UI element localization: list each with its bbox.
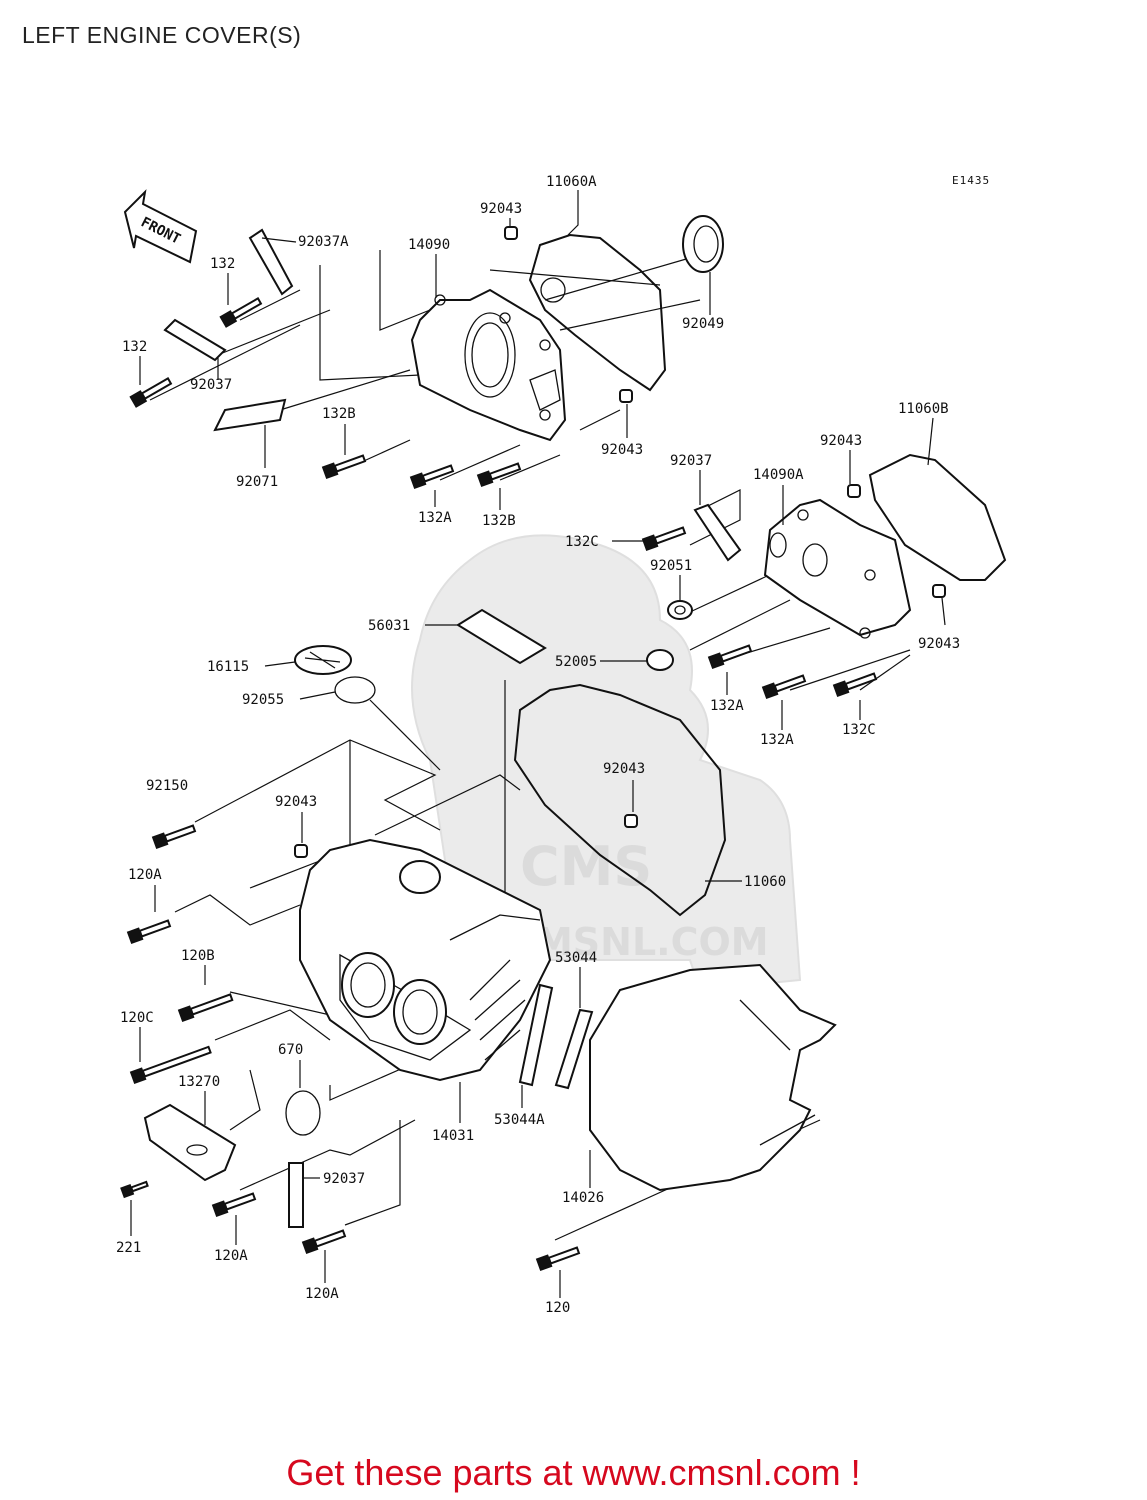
callout-120B[interactable]: 120B xyxy=(181,948,215,964)
cover-14090A xyxy=(763,498,912,639)
callout-labels: 11060A 92043 14090 92037A 132 132 92037 … xyxy=(116,174,960,1316)
callout-92037[interactable]: 92037 xyxy=(190,377,232,393)
dowel-pins xyxy=(294,226,946,858)
callout-14026[interactable]: 14026 xyxy=(562,1190,604,1206)
callout-92043[interactable]: 92043 xyxy=(275,794,317,810)
callout-92043[interactable]: 92043 xyxy=(603,761,645,777)
callout-13270[interactable]: 13270 xyxy=(178,1074,220,1090)
o-ring-92055 xyxy=(334,676,376,704)
callout-132A[interactable]: 132A xyxy=(760,732,794,748)
callout-14031[interactable]: 14031 xyxy=(432,1128,474,1144)
callout-92043[interactable]: 92043 xyxy=(480,201,522,217)
callout-14090[interactable]: 14090 xyxy=(408,237,450,253)
callout-14090A[interactable]: 14090A xyxy=(753,467,804,483)
callout-53044A[interactable]: 53044A xyxy=(494,1112,545,1128)
callout-132[interactable]: 132 xyxy=(122,339,147,355)
gasket-11060B xyxy=(868,453,1007,581)
cover-14090 xyxy=(410,288,567,442)
callout-92055[interactable]: 92055 xyxy=(242,692,284,708)
front-arrow-icon: FRONT xyxy=(123,189,198,264)
o-ring-670 xyxy=(285,1090,321,1136)
gasket-11060A xyxy=(528,233,667,392)
callout-92043[interactable]: 92043 xyxy=(601,442,643,458)
cover-14031 xyxy=(299,838,552,1082)
callout-120A[interactable]: 120A xyxy=(214,1248,248,1264)
bolts xyxy=(120,297,878,1272)
callout-132C[interactable]: 132C xyxy=(842,722,876,738)
callout-92037[interactable]: 92037 xyxy=(670,453,712,469)
label-56031 xyxy=(456,608,547,665)
callout-11060A[interactable]: 11060A xyxy=(546,174,597,190)
callout-132[interactable]: 132 xyxy=(210,256,235,272)
callout-11060[interactable]: 11060 xyxy=(744,874,786,890)
callout-120A[interactable]: 120A xyxy=(128,867,162,883)
page-title: LEFT ENGINE COVER(S) xyxy=(22,22,302,48)
callout-92071[interactable]: 92071 xyxy=(236,474,278,490)
bushing-52005 xyxy=(646,649,674,671)
label-ticks xyxy=(130,190,946,1298)
callout-92043[interactable]: 92043 xyxy=(820,433,862,449)
cap-16115 xyxy=(294,645,352,675)
callout-53044[interactable]: 53044 xyxy=(555,950,597,966)
watermark-brand: CMS xyxy=(520,835,652,898)
gasket-11060 xyxy=(513,683,727,917)
seal-92051 xyxy=(667,600,693,620)
callout-132B[interactable]: 132B xyxy=(322,406,356,422)
callout-132C[interactable]: 132C xyxy=(565,534,599,550)
footer-promo-link[interactable]: Get these parts at www.cmsnl.com ! xyxy=(286,1452,861,1493)
callout-120[interactable]: 120 xyxy=(545,1300,570,1316)
callout-16115[interactable]: 16115 xyxy=(207,659,249,675)
callout-221[interactable]: 221 xyxy=(116,1240,141,1256)
callout-92051[interactable]: 92051 xyxy=(650,558,692,574)
callout-92043[interactable]: 92043 xyxy=(918,636,960,652)
plate-13270 xyxy=(143,1103,237,1182)
callout-92037A[interactable]: 92037A xyxy=(298,234,349,250)
clamp-plates xyxy=(163,228,742,1228)
cover-14026 xyxy=(589,963,837,1192)
diagram-ref: E1435 xyxy=(952,174,990,187)
callout-132B[interactable]: 132B xyxy=(482,513,516,529)
callout-92150[interactable]: 92150 xyxy=(146,778,188,794)
callout-670[interactable]: 670 xyxy=(278,1042,303,1058)
callout-120C[interactable]: 120C xyxy=(120,1010,154,1026)
callout-92037[interactable]: 92037 xyxy=(323,1171,365,1187)
pipes-53044 xyxy=(518,983,594,1090)
callout-92049[interactable]: 92049 xyxy=(682,316,724,332)
callout-132A[interactable]: 132A xyxy=(418,510,452,526)
callout-56031[interactable]: 56031 xyxy=(368,618,410,634)
callout-11060B[interactable]: 11060B xyxy=(898,401,949,417)
callout-52005[interactable]: 52005 xyxy=(555,654,597,670)
callout-120A[interactable]: 120A xyxy=(305,1286,339,1302)
oil-seal-92049 xyxy=(682,215,724,273)
callout-132A[interactable]: 132A xyxy=(710,698,744,714)
